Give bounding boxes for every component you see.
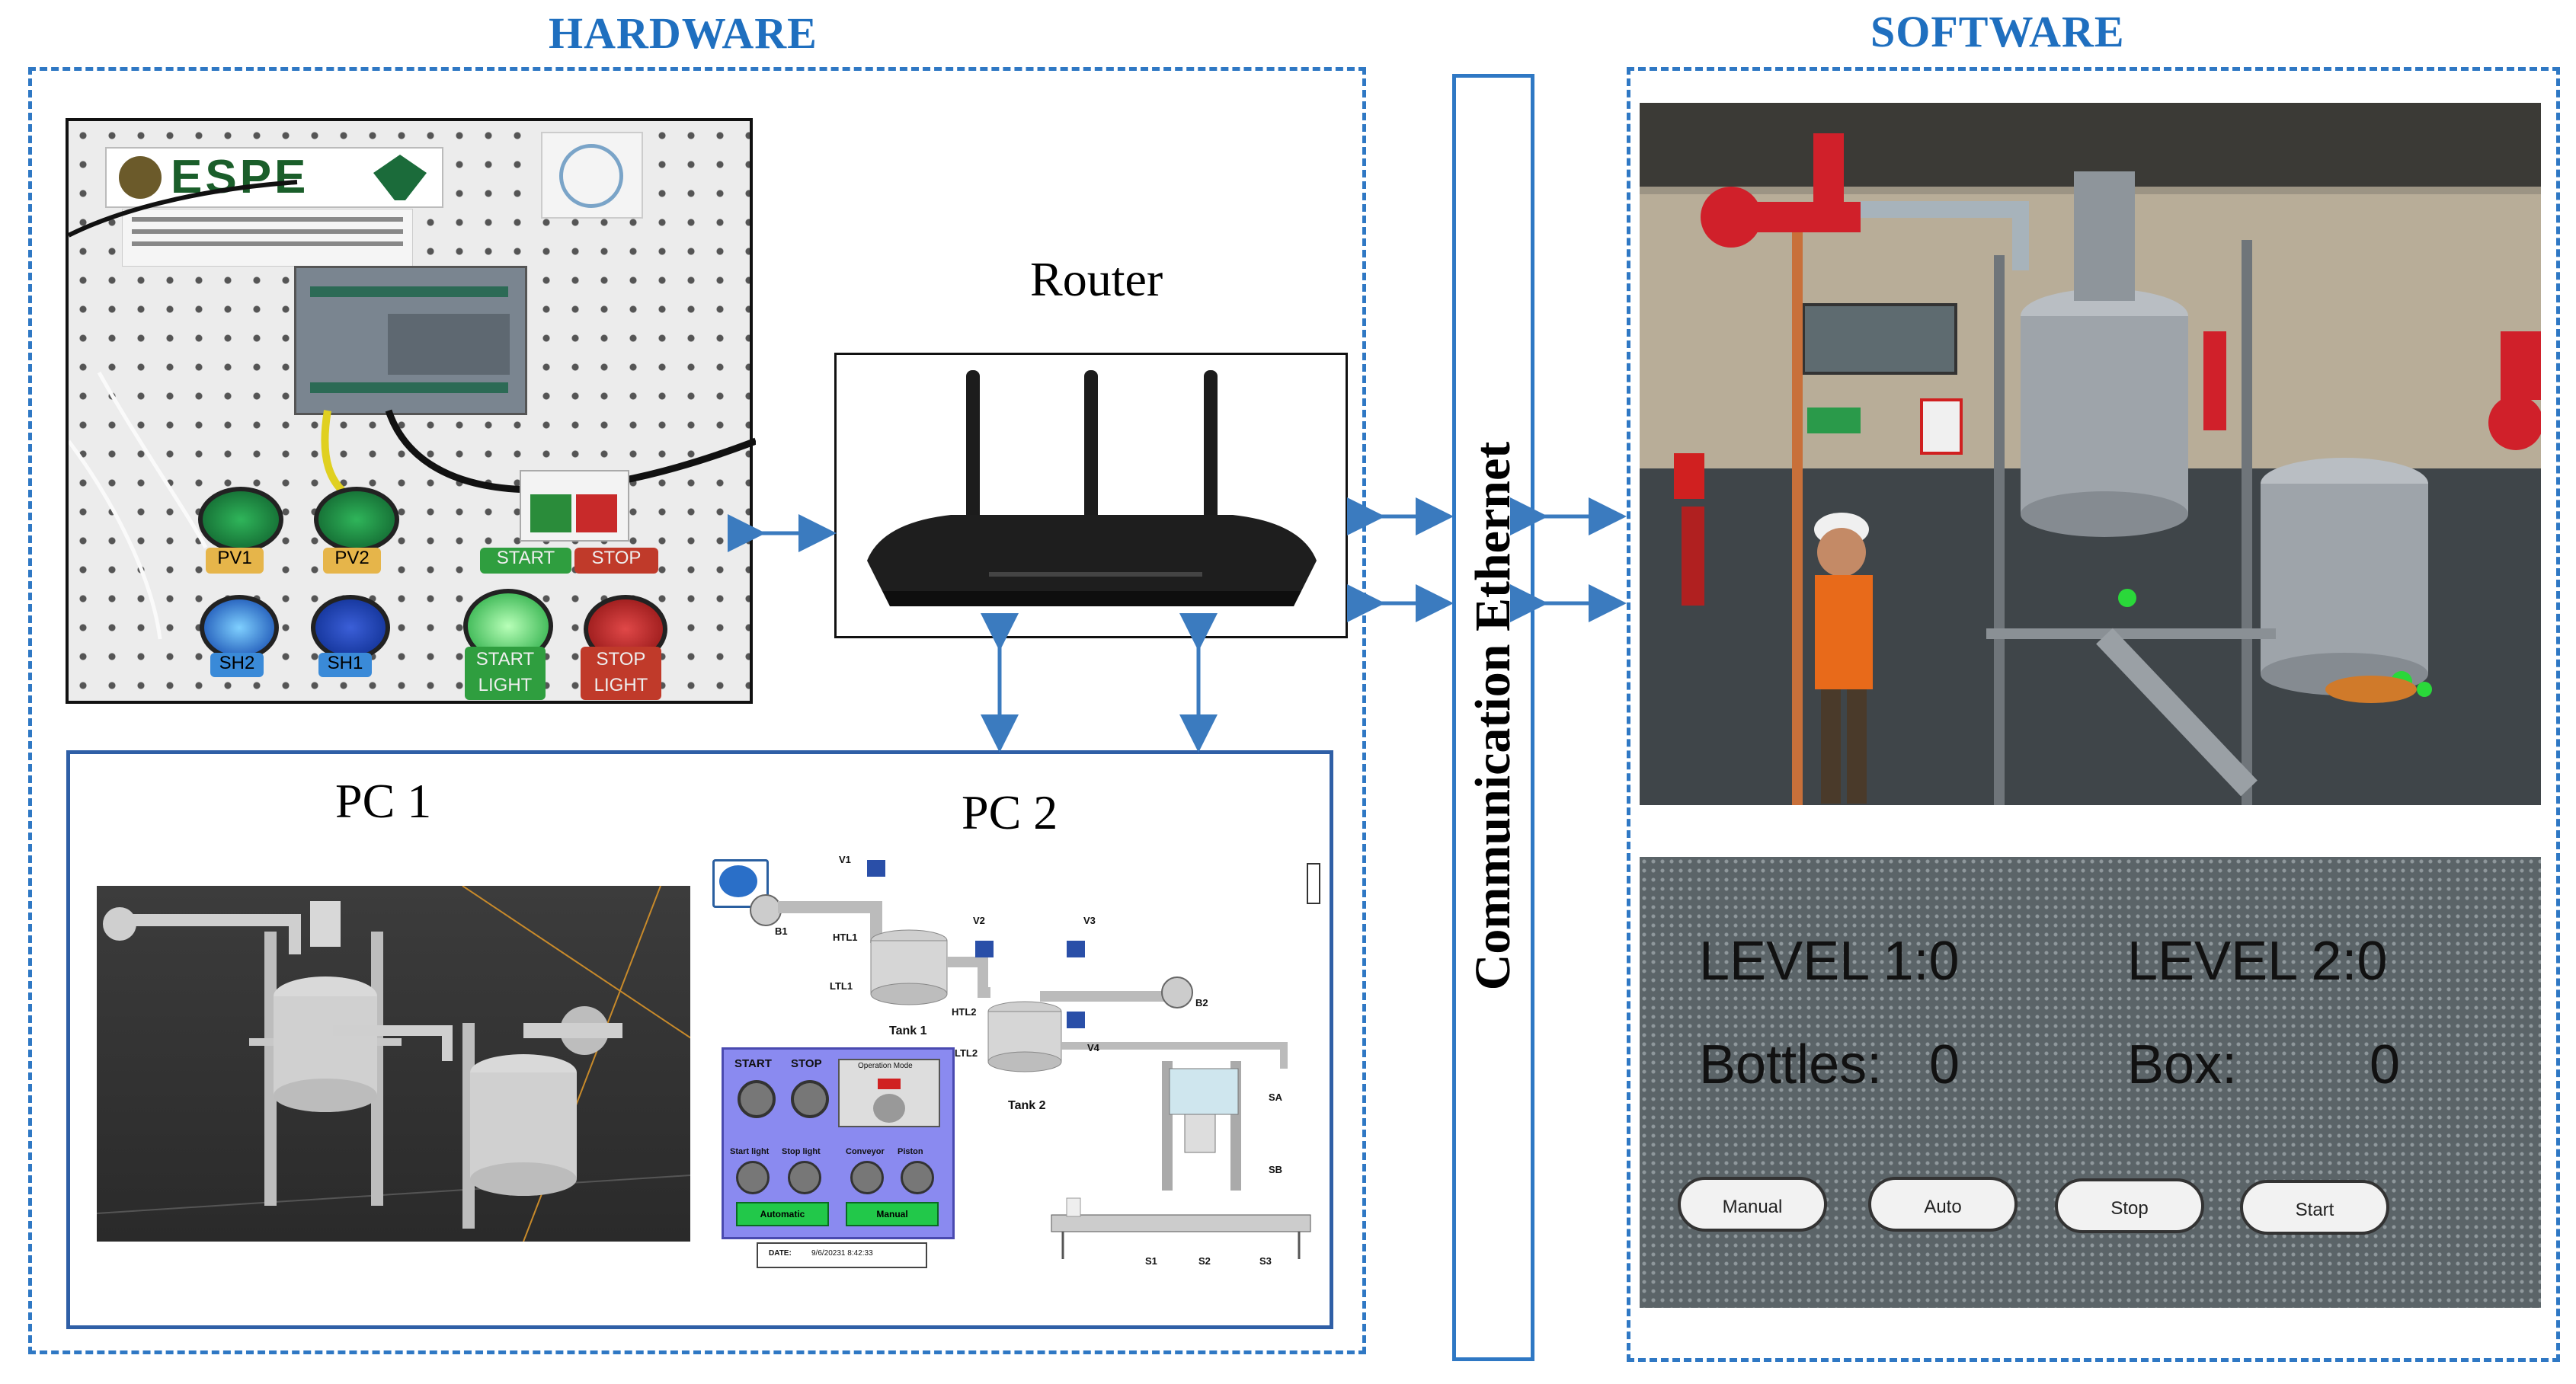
start-tag: START [480,548,571,574]
start-push-button[interactable] [738,1080,776,1118]
seal-logo [541,132,643,219]
pump-b1-label: B1 [775,925,788,937]
station-sa-label: SA [1269,1092,1283,1103]
hardware-title: HARDWARE [549,8,818,58]
start-button[interactable]: Start [2240,1180,2389,1235]
virtual-plant-view [1640,103,2541,805]
conveyor-indicator [850,1161,884,1194]
pv2-light [314,487,399,552]
sensor-s1-label: S1 [1145,1255,1157,1267]
valve-v2-label: V2 [973,915,985,926]
box-label: Box: [2127,1034,2238,1095]
level2-label: LEVEL 2: [2127,931,2357,992]
stop-light-indicator [788,1161,821,1194]
virtual-plant-scene [1640,103,2541,805]
panel-start-label: START [734,1057,772,1070]
scroll-handle[interactable] [1307,863,1320,904]
pc1-label: PC 1 [335,774,432,828]
stop-button[interactable]: Stop [2055,1178,2204,1233]
router-icon [867,370,1317,606]
panel-stop-label: STOP [791,1057,822,1070]
automatic-button[interactable]: Automatic [736,1202,829,1226]
seal-icon [559,144,623,208]
name-plate [122,209,413,267]
pump-b2-label: B2 [1195,997,1208,1008]
level1-label: LEVEL 1: [1699,931,1929,992]
router-photo [834,353,1348,638]
level1-display: LEVEL 1:0 [1699,930,1960,992]
start-stop-switch [520,470,629,542]
pv1-tag: PV1 [206,548,264,574]
level2-display: LEVEL 2:0 [2127,930,2388,992]
tank2-label: Tank 2 [1008,1099,1046,1112]
auto-mode-button[interactable]: Auto [1868,1177,2018,1232]
sensor-s3-label: S3 [1259,1255,1272,1267]
date-value: 9/6/20231 8:42:33 [811,1249,873,1258]
plc-board-photo: ESPE START STOP PV1 PV2 SH2 SH1 START LI… [66,118,756,704]
sensor-ltl2-label: LTL2 [955,1047,978,1059]
date-box: DATE: 9/6/20231 8:42:33 [757,1242,927,1268]
process-diagram [750,860,1311,1259]
crest-icon [119,156,162,199]
start-light-tag: START LIGHT [465,647,546,700]
pc1-3d-view [96,885,692,1242]
control-panel: START STOP Operation Mode Start light St… [722,1047,955,1239]
hmi-panel: LEVEL 1:0 LEVEL 2:0 Bottles: 0 Box: 0 Ma… [1640,857,2541,1308]
start-light-indicator [736,1161,770,1194]
pc-group [66,750,1333,1329]
bottles-value: 0 [1929,1034,1960,1095]
sh1-tag: SH1 [318,653,372,677]
valve-v1-label: V1 [839,854,851,865]
back-button[interactable] [712,859,769,908]
operation-mode-label: Operation Mode [858,1062,913,1070]
software-title: SOFTWARE [1870,7,2125,56]
manual-mode-button[interactable]: Manual [1678,1177,1827,1232]
box-value: 0 [2370,1034,2401,1095]
conveyor-label: Conveyor [846,1147,885,1156]
sensor-s2-label: S2 [1198,1255,1211,1267]
hardware-group [28,67,1366,1354]
station-sb-label: SB [1269,1164,1283,1175]
pv2-tag: PV2 [323,548,381,574]
pc1-scene [96,885,692,1242]
valve-v3-label: V3 [1083,915,1096,926]
stop-light-label: Stop light [782,1147,821,1156]
manual-button[interactable]: Manual [846,1202,939,1226]
piston-label: Piston [898,1147,923,1156]
level2-value: 0 [2357,931,2388,992]
sensor-ltl1-label: LTL1 [830,980,853,992]
espe-logo: ESPE [105,147,443,208]
router-label: Router [1030,252,1163,306]
ethernet-bus [1452,74,1534,1361]
pc2-scada-screen: V1 V2 V3 V4 HTL1 LTL1 HTL2 LTL2 B1 B2 SA… [705,840,1320,1268]
sensor-htl1-label: HTL1 [833,932,858,943]
sh2-tag: SH2 [210,653,264,677]
stop-tag: STOP [574,548,658,574]
piston-indicator [901,1161,934,1194]
pc2-label: PC 2 [962,785,1058,839]
plc-module [294,266,527,415]
operation-mode-selector[interactable]: Operation Mode [838,1059,940,1127]
tank1-label: Tank 1 [889,1024,927,1037]
back-arrow-icon [719,865,757,897]
valve-v4-label: V4 [1087,1042,1099,1053]
date-label: DATE: [769,1249,792,1258]
sensor-htl2-label: HTL2 [952,1006,977,1018]
stop-push-button[interactable] [791,1080,829,1118]
bottles-label: Bottles: [1699,1034,1883,1095]
level1-value: 0 [1928,931,1960,992]
start-light-label: Start light [730,1147,770,1156]
stop-light-tag: STOP LIGHT [581,647,661,700]
software-group [1627,67,2560,1362]
